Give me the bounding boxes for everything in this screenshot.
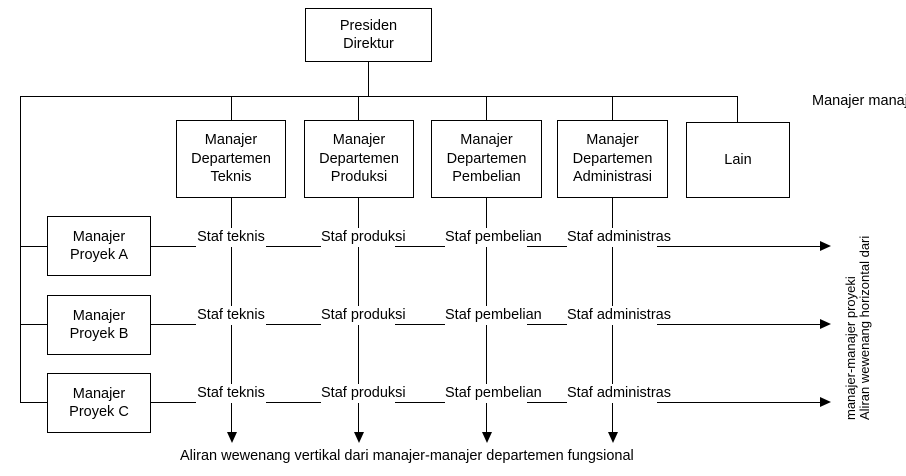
caption-horizontal-flow-line2: manajer-manajer proyeki [843, 276, 858, 420]
proyek-a-line1: Manajer [72, 228, 126, 245]
fungsional-line1: Manajer [812, 93, 865, 109]
staff-b-administras-line2: administras [596, 307, 671, 323]
staff-c-administras-line1: Staf [567, 385, 593, 401]
staff-c-teknis-line1: Staf [197, 385, 223, 401]
connector-drop-teknis [231, 96, 232, 120]
arrow-down-administrasi-icon [608, 432, 618, 443]
staff-b-produksi-line1: Staf [321, 307, 347, 323]
staff-a-produksi-line1: Staf [321, 229, 347, 245]
staff-cell-teknis-b: Staf teknis [196, 306, 266, 325]
staff-c-produksi-line1: Staf [321, 385, 347, 401]
dept-administrasi-line2: Departemen [572, 150, 653, 167]
fungsional-line2: manajer [868, 93, 906, 109]
dept-teknis-line2: Departemen [191, 150, 271, 167]
dept-teknis-line1: Manajer [204, 132, 258, 149]
caption-horizontal-flow-line1: Aliran wewenang horizontal dari [857, 235, 872, 420]
dept-produksi-line1: Manajer [332, 132, 386, 149]
staff-a-produksi-line2: produksi [350, 229, 406, 245]
staff-b-administras-line1: Staf [567, 307, 593, 323]
dept-lain-line1: Lain [724, 151, 752, 168]
staff-cell-pembelian-c: Staf pembelian [445, 384, 542, 403]
box-manajer-departemen-administrasi: Manajer Departemen Administrasi [557, 120, 668, 198]
staff-cell-pembelian-b: Staf pembelian [445, 306, 542, 325]
staff-c-administras-line2: administras [596, 385, 671, 401]
connector-left-spine [20, 96, 21, 402]
staff-cell-produksi-c: Staf produksi [321, 384, 406, 403]
staff-b-produksi-line2: produksi [350, 307, 406, 323]
proyek-c-line1: Manajer [72, 385, 126, 402]
box-manajer-proyek-c: Manajer Proyek C [47, 373, 151, 433]
connector-president-stem [368, 62, 369, 96]
box-presiden-direktur: Presiden Direktur [305, 8, 432, 62]
dept-administrasi-line1: Manajer [586, 132, 639, 149]
staff-cell-produksi-b: Staf produksi [321, 306, 406, 325]
staff-c-produksi-line2: produksi [350, 385, 406, 401]
box-manajer-proyek-a: Manajer Proyek A [47, 216, 151, 276]
staff-b-teknis-line1: Staf [197, 307, 223, 323]
dept-teknis-line3: Teknis [210, 169, 252, 186]
staff-a-pembelian-line2: pembelian [474, 229, 542, 245]
connector-drop-pembelian [486, 96, 487, 120]
staff-c-pembelian-line2: pembelian [474, 385, 542, 401]
connector-bus-horizontal [20, 96, 738, 97]
connector-drop-produksi [358, 96, 359, 120]
arrow-right-proyek-b-icon [820, 319, 831, 329]
proyek-b-line1: Manajer [72, 307, 126, 324]
dept-produksi-line2: Departemen [319, 150, 399, 167]
row-line-proyek-a [151, 246, 822, 247]
staff-b-teknis-line2: teknis [226, 307, 265, 323]
staff-a-teknis-line1: Staf [197, 229, 223, 245]
box-manajer-proyek-b: Manajer Proyek B [47, 295, 151, 355]
dept-pembelian-line1: Manajer [460, 132, 513, 149]
presiden-direktur-line1: Presiden [339, 17, 398, 34]
row-line-proyek-c [151, 402, 822, 403]
box-manajer-departemen-pembelian: Manajer Departemen Pembelian [431, 120, 542, 198]
staff-cell-administras-c: Staf administras [567, 384, 671, 403]
staff-a-administras-line2: administras [596, 229, 671, 245]
staff-a-administras-line1: Staf [567, 229, 593, 245]
connector-stub-proyek-c [20, 402, 50, 403]
arrow-right-proyek-a-icon [820, 241, 831, 251]
arrow-right-proyek-c-icon [820, 397, 831, 407]
staff-cell-teknis-c: Staf teknis [196, 384, 266, 403]
proyek-b-line2: Proyek B [69, 326, 129, 342]
connector-drop-lain [737, 96, 738, 122]
staff-cell-produksi-a: Staf produksi [321, 228, 406, 247]
dept-pembelian-line2: Departemen [446, 150, 527, 167]
staff-cell-pembelian-a: Staf pembelian [445, 228, 542, 247]
staff-c-teknis-line2: teknis [226, 385, 265, 401]
dept-produksi-line3: Produksi [330, 169, 388, 186]
staff-cell-teknis-a: Staf teknis [196, 228, 266, 247]
arrow-down-pembelian-icon [482, 432, 492, 443]
dept-administrasi-line3: Administrasi [573, 169, 652, 186]
box-manajer-departemen-teknis: Manajer Departemen Teknis [176, 120, 286, 198]
arrow-down-produksi-icon [354, 432, 364, 443]
label-manajer-departemen-fungsional: Manajer manajer Departemen Fungsional [812, 92, 906, 111]
staff-a-teknis-line2: teknis [226, 229, 265, 245]
staff-cell-administras-b: Staf administras [567, 306, 671, 325]
staff-a-pembelian-line1: Staf [445, 229, 471, 245]
proyek-c-line2: Proyek C [69, 404, 129, 420]
caption-vertical-flow: Aliran wewenang vertikal dari manajer-ma… [180, 448, 634, 464]
box-manajer-departemen-produksi: Manajer Departemen Produksi [304, 120, 414, 198]
presiden-direktur-line2: Direktur [343, 36, 394, 52]
connector-drop-administrasi [612, 96, 613, 120]
staff-c-pembelian-line1: Staf [445, 385, 471, 401]
row-line-proyek-b [151, 324, 822, 325]
staff-cell-administras-a: Staf administras [567, 228, 671, 247]
dept-pembelian-line3: Pembelian [452, 169, 521, 186]
connector-stub-proyek-b [20, 324, 50, 325]
staff-b-pembelian-line2: pembelian [474, 307, 542, 323]
box-departemen-lain: Lain [686, 122, 790, 198]
staff-b-pembelian-line1: Staf [445, 307, 471, 323]
arrow-down-teknis-icon [227, 432, 237, 443]
connector-stub-proyek-a [20, 246, 50, 247]
proyek-a-line2: Proyek A [69, 247, 129, 263]
